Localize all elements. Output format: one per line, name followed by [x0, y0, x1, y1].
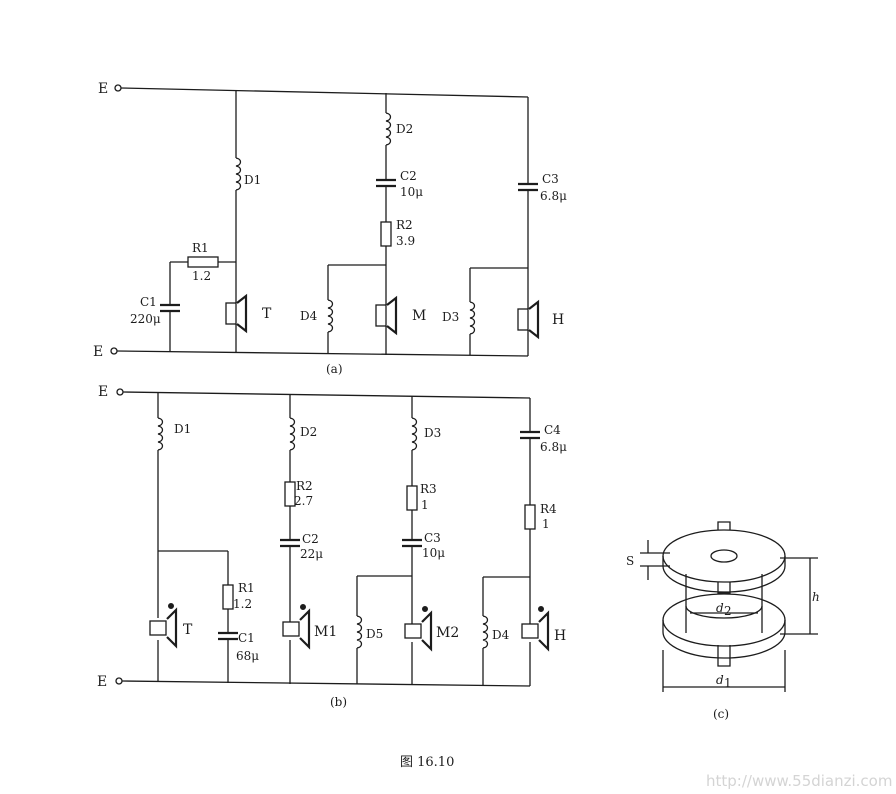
inductor-b-D1	[157, 417, 164, 451]
label-a-C3: C3	[542, 172, 559, 186]
label-a-tag: (a)	[326, 362, 343, 376]
speaker-b-M1	[282, 621, 300, 637]
label-b-C2-value: 22μ	[300, 547, 323, 561]
label-b-C2: C2	[302, 532, 319, 546]
label-c-d2-sub: 2	[724, 604, 732, 618]
label-a-R2: R2	[396, 218, 413, 232]
polarity-dot-b-H	[538, 606, 544, 612]
speaker-b-T	[149, 620, 167, 636]
watermark-url: http://www.55dianzi.com	[706, 772, 892, 790]
resistor-b-R1	[222, 584, 234, 610]
label-c-d1: d	[716, 673, 724, 687]
label-a-E-top: E	[98, 81, 108, 97]
label-a-E-bottom: E	[93, 344, 103, 360]
speaker-a-H	[517, 308, 529, 331]
label-b-D2: D2	[300, 425, 317, 439]
bobbin-center-hole	[710, 549, 738, 563]
label-a-C1-value: 220μ	[130, 312, 161, 326]
label-b-D1: D1	[174, 422, 191, 436]
label-a-C3-value: 6.8μ	[540, 189, 567, 203]
label-b-R4: R4	[540, 502, 557, 516]
speaker-b-H	[521, 623, 539, 639]
label-b-R2: R2	[296, 479, 313, 493]
label-a-C2-value: 10μ	[400, 185, 423, 199]
label-b-C3: C3	[424, 531, 441, 545]
label-a-C2: C2	[400, 169, 417, 183]
label-c-d2: d	[716, 601, 724, 615]
label-b-R4-value: 1	[542, 517, 550, 531]
label-a-M: M	[412, 308, 426, 324]
circuit-a: E E D1 R1 1.2 C1 220μ T D2 C2 10μ R2 3.9…	[93, 81, 567, 376]
bobbin-top-flange	[662, 529, 786, 583]
speaker-a-M	[375, 304, 387, 327]
terminal-a-top	[114, 84, 122, 92]
polarity-dot-b-M2	[422, 606, 428, 612]
terminal-b-bottom	[115, 677, 123, 685]
label-b-R1-value: 1.2	[233, 597, 252, 611]
rail-b-top	[122, 391, 531, 399]
label-c-S: S	[626, 554, 634, 568]
resistor-a-R1	[187, 256, 219, 268]
label-b-M1: M1	[314, 624, 337, 640]
inductor-b-D2	[289, 417, 296, 451]
label-c-tag: (c)	[713, 707, 729, 721]
resistor-b-R4	[524, 504, 536, 530]
label-b-E-top: E	[98, 384, 108, 400]
resistor-a-R2	[380, 221, 392, 247]
terminal-a-bottom	[110, 347, 118, 355]
label-a-T: T	[262, 306, 272, 322]
rail-b-bottom	[121, 680, 531, 687]
inductor-a-D1	[235, 157, 242, 191]
label-b-D3: D3	[424, 426, 441, 440]
inductor-b-D3	[411, 417, 418, 451]
inductor-a-D2	[385, 112, 392, 146]
label-a-R1: R1	[192, 241, 209, 255]
label-b-C3-value: 10μ	[422, 546, 445, 560]
label-b-D5: D5	[366, 627, 383, 641]
label-b-R1: R1	[238, 581, 255, 595]
label-b-R2-value: 2.7	[294, 494, 313, 508]
polarity-dot-b-M1	[300, 604, 306, 610]
label-b-H: H	[554, 628, 566, 644]
label-a-R1-value: 1.2	[192, 269, 211, 283]
label-a-D2: D2	[396, 122, 413, 136]
label-a-D1: D1	[244, 173, 261, 187]
inductor-b-D5	[356, 615, 363, 649]
label-a-R2-value: 3.9	[396, 234, 415, 248]
inductor-a-D4	[327, 299, 334, 333]
label-b-M2: M2	[436, 625, 459, 641]
speaker-a-T	[225, 302, 237, 325]
label-b-C4-value: 6.8μ	[540, 440, 567, 454]
label-c-h: h	[812, 590, 820, 604]
inductor-a-D3	[469, 301, 476, 335]
speaker-b-M2	[404, 623, 422, 639]
terminal-b-top	[116, 388, 124, 396]
label-b-D4: D4	[492, 628, 510, 642]
label-c-d1-sub: 1	[724, 676, 732, 690]
inductor-b-D4	[482, 615, 489, 649]
label-a-D3: D3	[442, 310, 459, 324]
label-b-R3: R3	[420, 482, 437, 496]
label-b-E-bottom: E	[97, 674, 107, 690]
rail-a-bottom	[116, 350, 529, 357]
circuit-b: E E D1 R1 1.2 C1 68μ T D2 R2 2.7 C2 22μ …	[97, 384, 567, 709]
figure-caption: 图 16.10	[400, 755, 454, 770]
bobbin-drawing-c: S h d 2 d 1 (c)	[626, 521, 820, 721]
label-a-C1: C1	[140, 295, 157, 309]
bobbin-bottom-flange	[662, 593, 786, 621]
label-b-C1-value: 68μ	[236, 649, 259, 663]
label-a-H: H	[552, 312, 564, 328]
polarity-dot-b-T	[168, 603, 174, 609]
label-b-T: T	[183, 622, 193, 638]
label-a-D4: D4	[300, 309, 318, 323]
resistor-b-R3	[406, 485, 418, 511]
label-b-C4: C4	[544, 423, 561, 437]
label-b-C1: C1	[238, 631, 255, 645]
label-b-tag: (b)	[330, 695, 347, 709]
rail-a-top	[120, 87, 529, 98]
label-b-R3-value: 1	[421, 498, 429, 512]
